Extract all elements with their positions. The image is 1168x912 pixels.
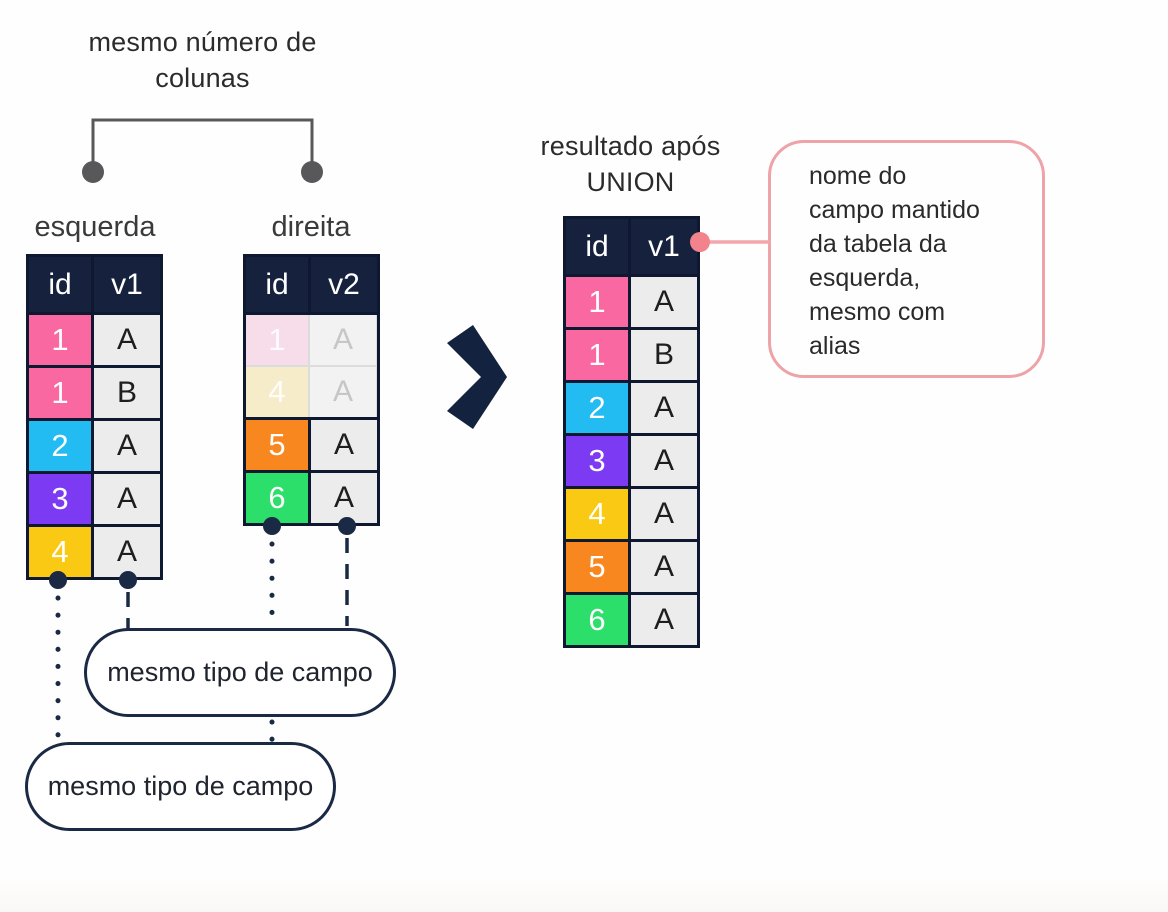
- table-row: 2 A: [29, 421, 160, 471]
- bracket-same-columns: [82, 118, 323, 183]
- id-cell: 6: [566, 595, 628, 645]
- table-row: 2 A: [566, 383, 697, 433]
- id-cell: 2: [566, 383, 628, 433]
- value-cell: A: [631, 489, 697, 539]
- table-row: 1 B: [566, 330, 697, 380]
- note-line: da tabela da: [809, 230, 947, 258]
- note-line: esquerda,: [809, 264, 921, 292]
- table-row-faded: 1 A: [246, 315, 377, 365]
- table-row-faded: 4 A: [246, 367, 377, 417]
- value-cell: A: [310, 315, 376, 365]
- table-row: 1 B: [29, 368, 160, 418]
- value-cell: A: [94, 315, 160, 365]
- value-cell: A: [631, 542, 697, 592]
- value-cell: A: [94, 527, 160, 577]
- table-header-row: id v1: [29, 257, 160, 312]
- table-header-row: id v1: [566, 219, 697, 274]
- field-name-note-bubble: nome do campo mantido da tabela da esque…: [768, 140, 1045, 378]
- table-resultado: id v1 1 A 1 B 2 A 3 A 4 A 5 A 6 A: [563, 216, 700, 648]
- same-type-pill-bottom: mesmo tipo de campo: [25, 742, 336, 831]
- right-table-label: direita: [271, 211, 351, 243]
- table-row: 3 A: [566, 436, 697, 486]
- table-row: 3 A: [29, 474, 160, 524]
- id-cell: 5: [246, 420, 308, 470]
- table-row: 6 A: [246, 473, 377, 523]
- id-cell: 5: [566, 542, 628, 592]
- id-cell: 3: [566, 436, 628, 486]
- table-row: 6 A: [566, 595, 697, 645]
- value-cell: A: [311, 473, 377, 523]
- id-cell: 2: [29, 421, 91, 471]
- id-cell: 3: [29, 474, 91, 524]
- value-cell: B: [94, 368, 160, 418]
- table-row: 4 A: [566, 489, 697, 539]
- bracket-dot-left: [82, 161, 104, 183]
- value-cell: A: [631, 383, 697, 433]
- same-type-pill-top: mesmo tipo de campo: [84, 628, 396, 717]
- header-cell-id: id: [246, 257, 308, 312]
- table-row: 1 A: [29, 315, 160, 365]
- table-row: 4 A: [29, 527, 160, 577]
- table-row: 1 A: [566, 277, 697, 327]
- value-cell: A: [631, 277, 697, 327]
- duplicate-rows-faded: 1 A 4 A: [246, 315, 377, 417]
- id-cell: 1: [29, 315, 91, 365]
- note-line: alias: [809, 332, 861, 360]
- table-header-row: id v2: [246, 257, 377, 312]
- left-table-label: esquerda: [34, 211, 156, 243]
- header-cell-id: id: [29, 257, 91, 312]
- table-esquerda: id v1 1 A 1 B 2 A 3 A 4 A: [26, 254, 163, 580]
- note-line: campo mantido: [809, 196, 980, 224]
- bracket-dot-right: [301, 161, 323, 183]
- table-row: 5 A: [246, 420, 377, 470]
- id-cell: 1: [246, 315, 308, 365]
- id-cell: 4: [246, 367, 308, 417]
- id-cell: 1: [566, 330, 628, 380]
- same-columns-heading: mesmo número de colunas: [88, 27, 317, 93]
- note-line: nome do: [809, 162, 907, 190]
- table-direita: id v2 1 A 4 A 5 A 6 A: [243, 254, 380, 526]
- id-cell: 4: [566, 489, 628, 539]
- id-cell: 6: [246, 473, 308, 523]
- header-cell-id: id: [566, 219, 628, 274]
- note-line: mesmo com: [809, 298, 946, 326]
- value-cell: A: [310, 367, 376, 417]
- header-cell-v1: v1: [94, 257, 160, 312]
- value-cell: A: [631, 436, 697, 486]
- chevron-right-icon: [447, 325, 507, 429]
- value-cell: A: [94, 474, 160, 524]
- header-cell-v2: v2: [311, 257, 377, 312]
- id-cell: 1: [29, 368, 91, 418]
- value-cell: B: [631, 330, 697, 380]
- id-cell: 4: [29, 527, 91, 577]
- table-row: 5 A: [566, 542, 697, 592]
- id-cell: 1: [566, 277, 628, 327]
- value-cell: A: [631, 595, 697, 645]
- value-cell: A: [311, 420, 377, 470]
- header-cell-v1: v1: [631, 219, 697, 274]
- result-heading: resultado após UNION: [540, 131, 721, 197]
- value-cell: A: [94, 421, 160, 471]
